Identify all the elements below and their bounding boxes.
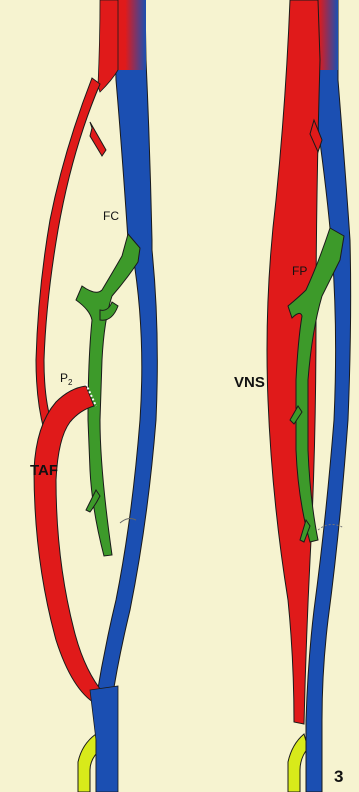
left-vein-trunk xyxy=(96,0,157,792)
left-artery-side-branch xyxy=(90,122,106,156)
right-panel: FP VNS 3 xyxy=(234,0,351,792)
label-p2: P2 xyxy=(60,371,73,387)
label-fp: FP xyxy=(292,264,307,278)
right-vns-vessel xyxy=(267,0,320,724)
label-vns: VNS xyxy=(234,374,265,391)
left-panel: FC P2 TAF xyxy=(30,0,157,792)
right-nerve xyxy=(288,734,308,792)
left-artery-top xyxy=(98,0,118,92)
label-fc: FC xyxy=(103,209,119,223)
figure-number: 3 xyxy=(334,767,343,786)
label-taf: TAF xyxy=(30,462,58,479)
